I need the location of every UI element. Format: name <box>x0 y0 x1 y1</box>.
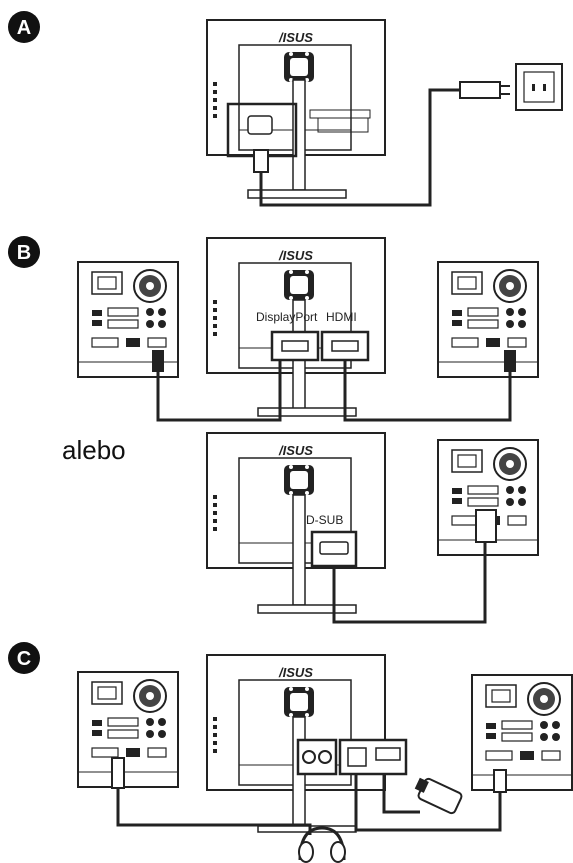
section-b-letter: B <box>17 242 31 264</box>
section-b: B /ISUS DisplayPort HDMI alebo /ISUS D-S… <box>8 236 539 624</box>
power-plug <box>253 149 269 173</box>
wall-plug <box>459 81 501 99</box>
displayport-plug <box>152 350 164 372</box>
dsub-cable <box>332 540 487 624</box>
brand-logo-a: /ISUS <box>278 30 313 45</box>
dsub-label: D-SUB <box>306 513 343 527</box>
brand-logo-b2: /ISUS <box>278 443 313 458</box>
displayport-port-highlight <box>270 330 320 362</box>
audio-plug <box>111 757 125 789</box>
usb-cable <box>354 774 502 832</box>
brand-logo-c: /ISUS <box>278 665 313 680</box>
alternative-label: alebo <box>62 435 126 465</box>
power-cable <box>259 88 460 207</box>
section-a-marker <box>8 11 40 43</box>
displayport-cable <box>156 360 282 422</box>
usb-flash-drive-icon <box>414 777 463 815</box>
section-b-marker <box>8 236 40 268</box>
pc-left-c <box>77 671 179 788</box>
section-c: C /ISUS <box>8 642 573 863</box>
section-c-marker <box>8 642 40 674</box>
hdmi-cable <box>343 360 512 422</box>
ac-power-port <box>247 115 273 135</box>
section-a-letter: A <box>17 17 31 39</box>
dsub-plug <box>475 509 497 543</box>
hdmi-label: HDMI <box>326 310 357 324</box>
usb-plug <box>493 769 507 793</box>
section-a: A /ISUS <box>8 11 563 207</box>
pc-right-c <box>471 674 573 791</box>
displayport-label: DisplayPort <box>256 310 318 324</box>
brand-logo-b: /ISUS <box>278 248 313 263</box>
pc-right-b <box>437 261 539 378</box>
hdmi-plug <box>504 350 516 372</box>
section-c-letter: C <box>17 648 31 670</box>
